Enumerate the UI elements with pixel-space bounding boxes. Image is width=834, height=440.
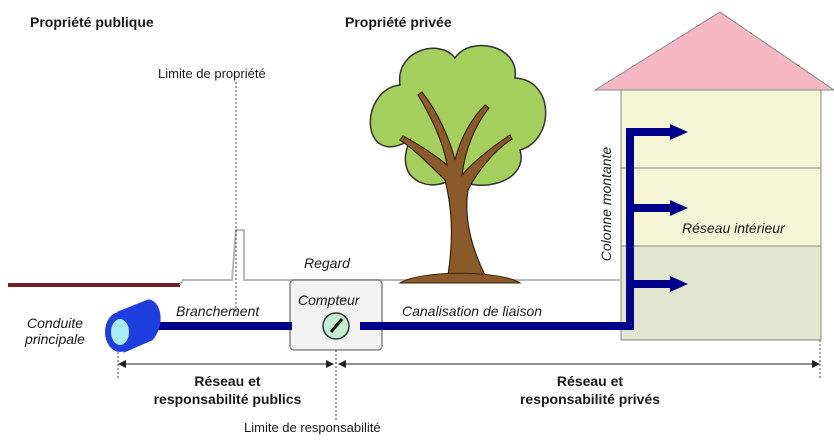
responsibility-limit-label: Limite de responsabilité [244,420,381,435]
arrow-bottom-icon [670,276,688,292]
ground-line [179,229,620,286]
tree-icon [369,44,547,284]
indoor-network-label: Réseau intérieur [682,220,785,236]
manhole-label: Regard [304,255,350,271]
private-network-line1: Réseau et [556,373,624,389]
public-network-label: Réseau et responsabilité publics [110,372,345,408]
public-property-label: Propriété publique [30,14,154,30]
main-pipe-label-line2: principale [25,331,85,347]
main-pipe-icon [105,299,161,353]
house-icon [593,11,834,341]
public-network-line2: responsabilité publics [153,391,302,407]
connection-pipe-label: Canalisation de liaison [402,303,543,319]
arrow-middle-icon [670,200,688,216]
private-network-line2: responsabilité privés [519,391,661,407]
public-span-right-arrow [326,360,334,368]
public-span-left-arrow [118,360,126,368]
private-span-right-arrow [812,360,820,368]
property-limit-label: Limite de propriété [158,66,266,81]
meter-icon [322,312,350,340]
private-span-left-arrow [338,360,346,368]
public-network-line1: Réseau et [194,373,261,389]
main-pipe-label: Conduite principale [10,315,100,347]
branch-label: Branchement [176,303,260,319]
riser-label: Colonne montante [598,146,614,262]
meter-label: Compteur [298,292,360,308]
main-pipe-label-line1: Conduite [26,315,84,331]
arrow-top-icon [670,124,688,140]
private-property-label: Propriété privée [345,14,452,30]
private-network-label: Réseau et responsabilité privés [470,372,710,408]
